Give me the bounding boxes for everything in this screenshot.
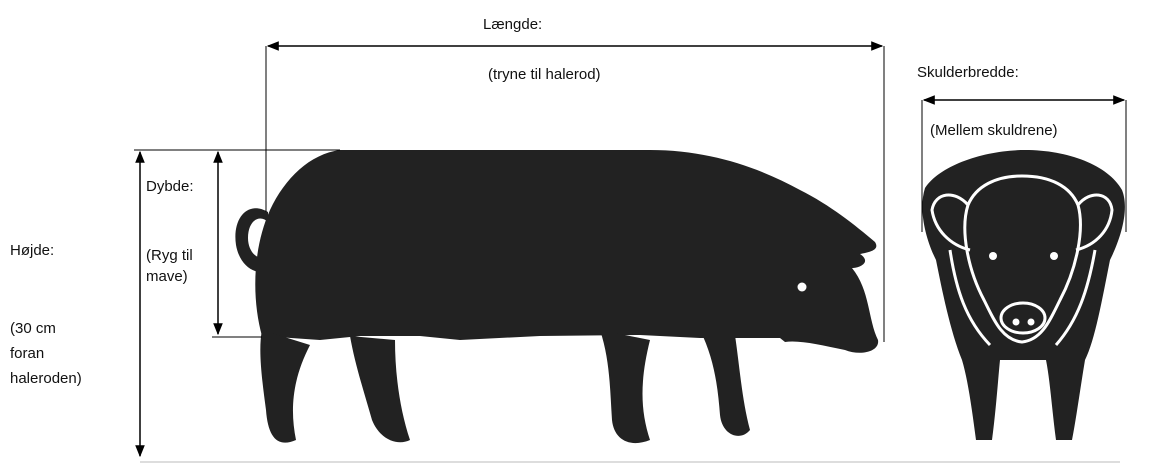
pig-front-leg-2 xyxy=(700,330,750,436)
pig-front-eye-left xyxy=(989,252,997,260)
pig-front-nostril-right xyxy=(1028,319,1035,326)
depth-title: Dybde: xyxy=(146,176,194,197)
shoulder-subtitle: (Mellem skuldrene) xyxy=(930,120,1058,141)
pig-body xyxy=(255,150,878,353)
pig-front-nostril-left xyxy=(1013,319,1020,326)
length-title: Længde: xyxy=(483,14,542,35)
pig-hind-leg xyxy=(260,330,310,443)
height-line-1: (30 cm xyxy=(10,318,56,339)
pig-eye xyxy=(798,283,807,292)
pig-front-eye-right xyxy=(1050,252,1058,260)
depth-line-1: (Ryg til xyxy=(146,245,193,266)
shoulder-title: Skulderbredde: xyxy=(917,62,1019,83)
pig-side-silhouette xyxy=(235,150,878,443)
height-line-3: haleroden) xyxy=(10,368,82,389)
height-line-2: foran xyxy=(10,343,44,364)
pig-front-leg xyxy=(600,330,650,443)
depth-line-2: mave) xyxy=(146,266,188,287)
pig-hind-leg-2 xyxy=(350,336,410,442)
length-subtitle: (tryne til halerod) xyxy=(488,64,601,85)
height-title: Højde: xyxy=(10,240,54,261)
pig-front-silhouette xyxy=(922,150,1125,440)
